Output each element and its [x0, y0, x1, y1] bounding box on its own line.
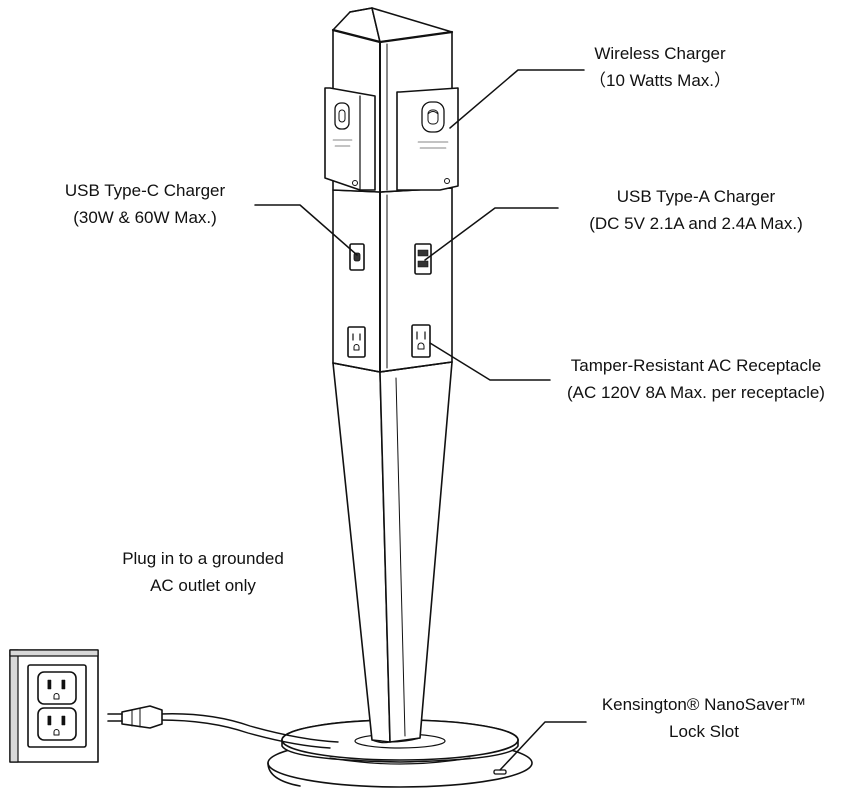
ac-receptacle-icon [347, 324, 431, 358]
lock-slot-callout: Kensington® NanoSaver™ Lock Slot [602, 691, 806, 745]
wireless-charger-spec: （10 Watts Max.） [588, 71, 732, 90]
wall-outlet-icon [9, 649, 99, 763]
leader-wireless [449, 69, 585, 129]
lock-slot-title: Kensington® NanoSaver™ [601, 695, 807, 714]
lock-slot-subtitle: Lock Slot [669, 722, 739, 741]
power-cord [159, 713, 339, 749]
usb-c-spec: (30W & 60W Max.) [73, 208, 217, 227]
wireless-charger-panel-right [396, 87, 459, 191]
plug-instruction-line2: AC outlet only [150, 576, 256, 595]
ac-receptacle-callout: Tamper-Resistant AC Receptacle (AC 120V … [567, 352, 825, 406]
usb-a-spec: (DC 5V 2.1A and 2.4A Max.) [589, 214, 803, 233]
ac-receptacle-title: Tamper-Resistant AC Receptacle [570, 356, 822, 375]
leader-ac [429, 342, 551, 381]
leader-lines [254, 69, 587, 771]
usb-c-title: USB Type-C Charger [64, 181, 226, 200]
wireless-charger-title: Wireless Charger [594, 44, 726, 63]
leader-lock [499, 721, 587, 771]
usb-a-port-icon [414, 243, 432, 275]
usb-a-callout: USB Type-A Charger (DC 5V 2.1A and 2.4A … [589, 183, 803, 237]
usb-c-port-icon [349, 243, 365, 271]
wireless-charger-panel-left [324, 87, 376, 191]
wireless-charging-icon [427, 111, 439, 115]
plug-instruction: Plug in to a grounded AC outlet only [122, 545, 284, 599]
leader-usba [424, 207, 559, 261]
wireless-charger-callout: Wireless Charger （10 Watts Max.） [589, 40, 731, 94]
power-plug-icon [107, 705, 163, 729]
usb-a-title: USB Type-A Charger [616, 187, 776, 206]
usb-c-callout: USB Type-C Charger (30W & 60W Max.) [65, 177, 225, 231]
leader-usbc [254, 204, 358, 256]
pole [332, 361, 453, 744]
plug-instruction-line1: Plug in to a grounded [122, 549, 284, 568]
ac-receptacle-spec: (AC 120V 8A Max. per receptacle) [567, 383, 825, 402]
